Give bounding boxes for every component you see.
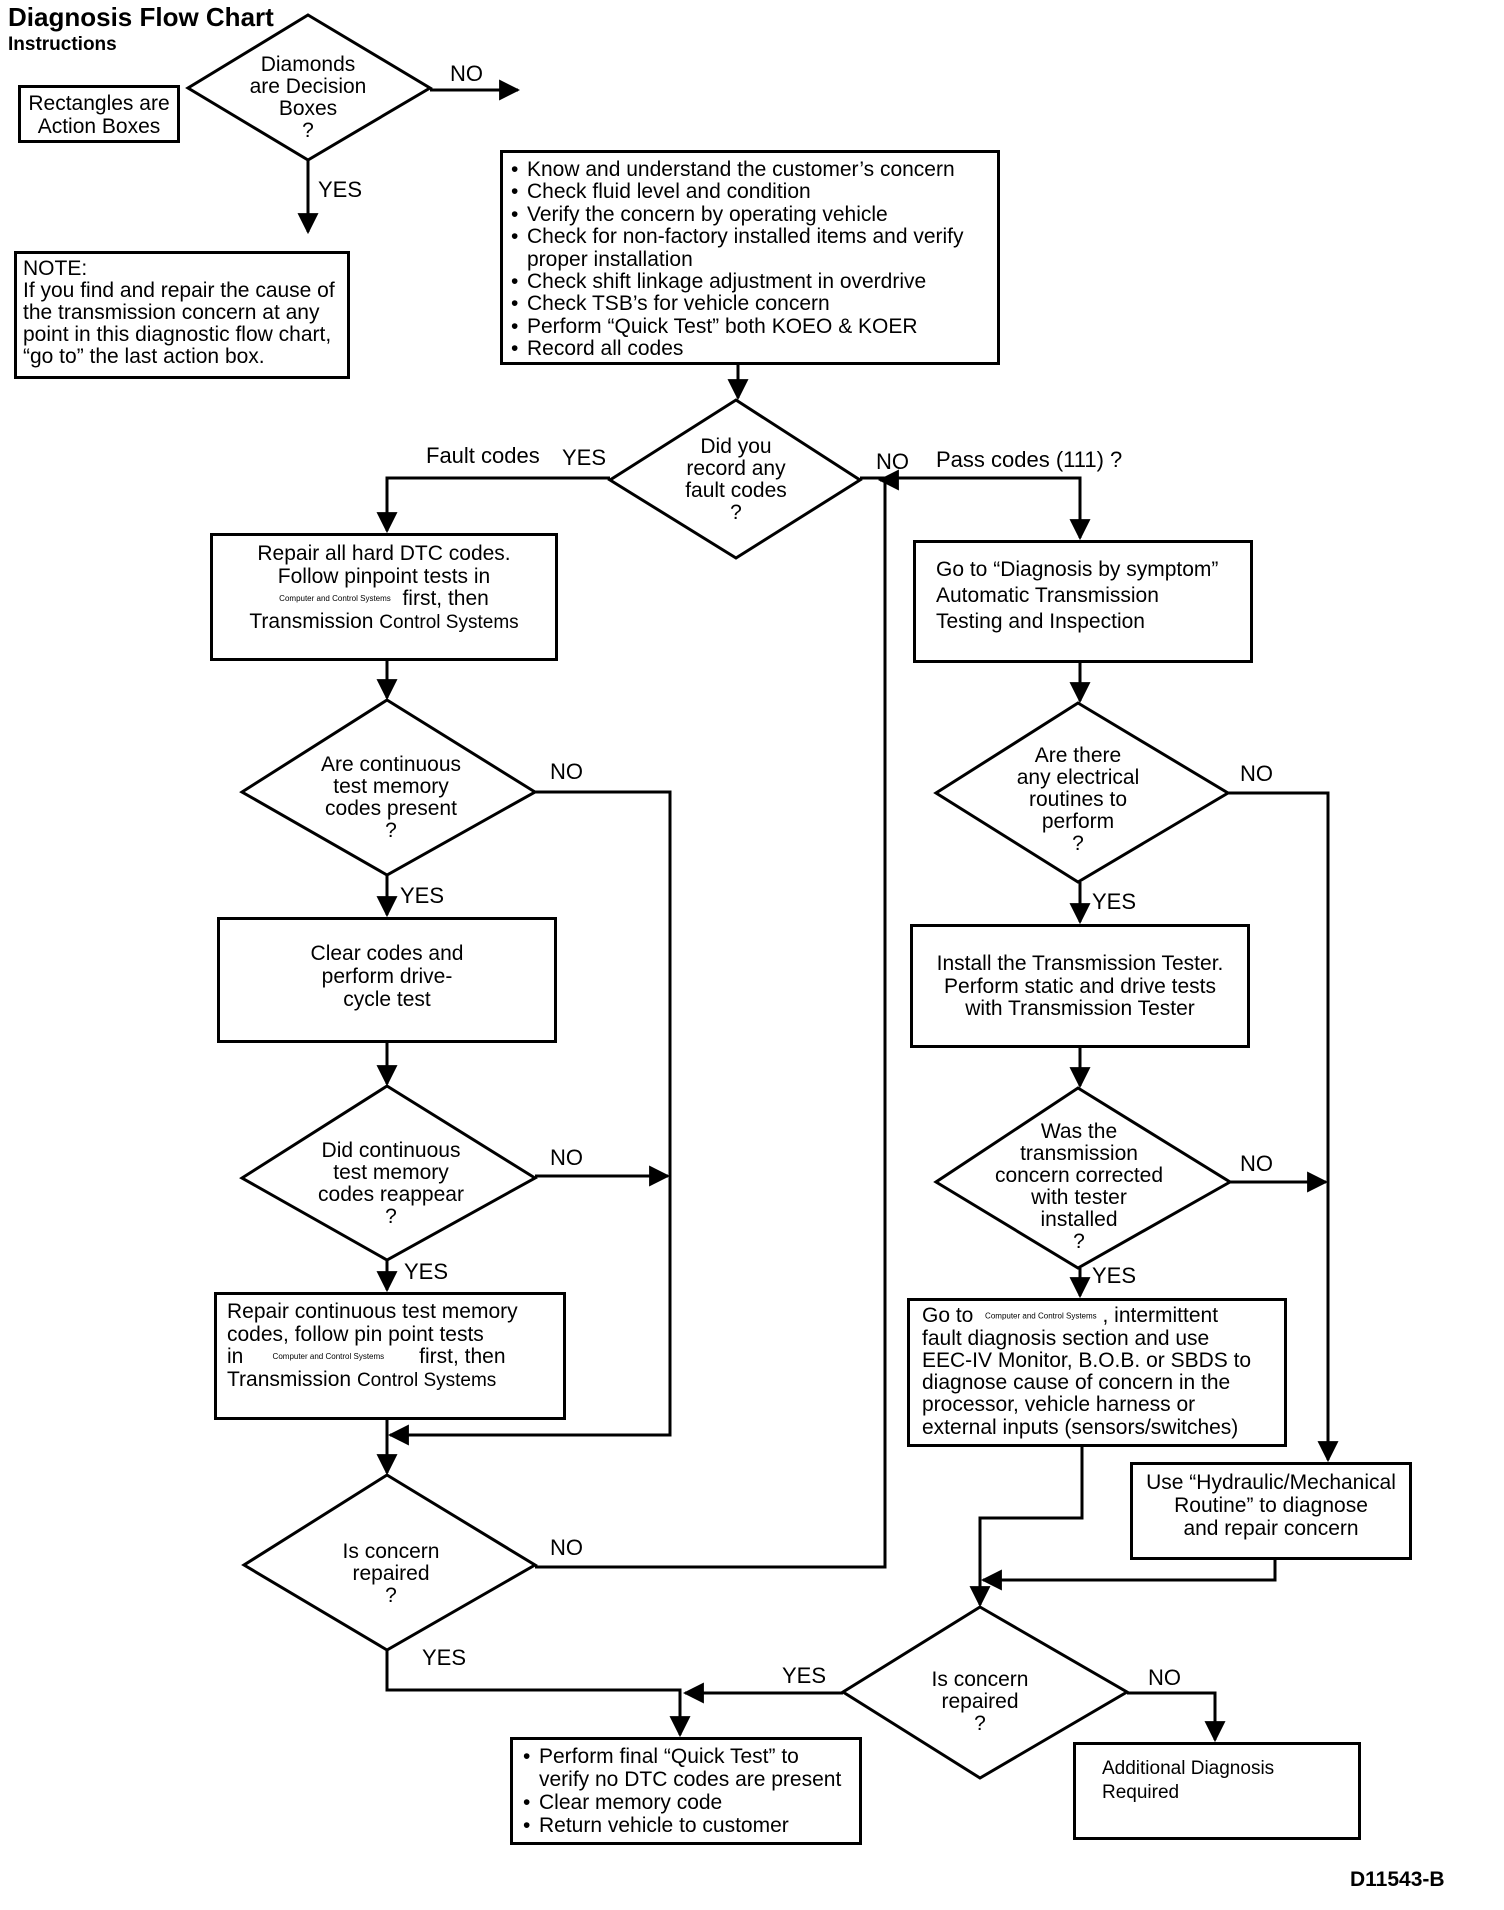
legend-rectangle-text: Rectangles are Action Boxes: [28, 92, 170, 138]
clear-codes-box: Clear codes and perform drive- cycle tes…: [217, 917, 557, 1043]
reappear-no-label: NO: [550, 1145, 583, 1170]
fault-diamond-shape: [607, 398, 863, 560]
note-title: NOTE:: [23, 257, 88, 280]
fault-codes-label: Fault codes: [426, 443, 540, 468]
repaired-left-no-label: NO: [550, 1535, 583, 1560]
electrical-no-label: NO: [1240, 761, 1273, 786]
tester-diamond-shape: [933, 1086, 1233, 1270]
repaired-right-diamond-shape: [840, 1605, 1130, 1780]
tester-diamond-text: Was the transmission concern corrected w…: [994, 1120, 1164, 1253]
start-item: Verify the concern by operating vehicle: [511, 203, 989, 226]
additional-diagnosis-box: Additional Diagnosis Required: [1073, 1742, 1361, 1840]
start-item: Know and understand the customer’s conce…: [511, 158, 989, 181]
intermittent-diagnosis-box: Go to Computer and Control Systems , int…: [907, 1298, 1287, 1447]
electrical-diamond-text: Are there any electrical routines to per…: [1016, 744, 1140, 855]
repair-continuous-box: Repair continuous test memory codes, fol…: [214, 1292, 566, 1420]
start-item: Check shift linkage adjustment in overdr…: [511, 270, 989, 293]
pass-codes-label: Pass codes (111) ?: [936, 447, 1123, 472]
legend-diamond-text: Diamonds are Decision Boxes ?: [249, 53, 367, 142]
figure-id: D11543-B: [1350, 1868, 1445, 1891]
repaired-right-diamond-text: Is concern repaired ?: [931, 1668, 1029, 1735]
start-item: Record all codes: [511, 337, 989, 360]
repaired-right-no-label: NO: [1148, 1665, 1181, 1690]
symptom-box: Go to “Diagnosis by symptom” Automatic T…: [913, 540, 1253, 663]
final-item: Return vehicle to customer: [523, 1814, 849, 1837]
hydraulic-routine-box: Use “Hydraulic/Mechanical Routine” to di…: [1130, 1462, 1412, 1560]
page-title: Diagnosis Flow Chart: [8, 2, 274, 32]
fault-yes-label: YES: [562, 445, 607, 470]
repaired-right-yes-label: YES: [782, 1663, 827, 1688]
continuous-no-label: NO: [550, 759, 583, 784]
repair-hard-dtc-box: Repair all hard DTC codes. Follow pinpoi…: [210, 533, 558, 661]
legend-yes-label: YES: [318, 177, 363, 202]
start-action-box: Know and understand the customer’s conce…: [500, 150, 1000, 365]
tester-yes-label: YES: [1092, 1263, 1137, 1288]
fault-no-label: NO: [876, 449, 909, 474]
continuous-yes-label: YES: [400, 883, 445, 908]
fault-diamond-text: Did you record any fault codes ?: [685, 435, 787, 524]
tester-no-label: NO: [1240, 1151, 1273, 1176]
legend-rectangle: Rectangles are Action Boxes: [18, 85, 180, 143]
final-item: Clear memory code: [523, 1791, 849, 1814]
start-item: Check fluid level and condition: [511, 180, 989, 203]
legend-no-label: NO: [450, 61, 483, 86]
page-subtitle: Instructions: [8, 34, 117, 55]
start-item: Check TSB’s for vehicle concern: [511, 293, 989, 316]
final-item: Perform final “Quick Test” to verify no …: [523, 1745, 849, 1791]
repaired-left-yes-label: YES: [422, 1645, 467, 1670]
electrical-diamond-shape: [933, 701, 1231, 884]
start-item: Perform “Quick Test” both KOEO & KOER: [511, 315, 989, 338]
reappear-yes-label: YES: [404, 1259, 449, 1284]
reappear-diamond-text: Did continuous test memory codes reappea…: [318, 1139, 464, 1228]
start-item: Check for non-factory installed items an…: [511, 226, 989, 271]
continuous-diamond-text: Are continuous test memory codes present…: [320, 753, 462, 842]
note-text: If you find and repair the cause of the …: [23, 279, 335, 368]
repaired-left-diamond-text: Is concern repaired ?: [342, 1540, 440, 1607]
note-box: NOTE: If you find and repair the cause o…: [14, 251, 350, 379]
electrical-yes-label: YES: [1092, 889, 1137, 914]
install-tester-box: Install the Transmission Tester. Perform…: [910, 924, 1250, 1048]
final-action-box: Perform final “Quick Test” to verify no …: [510, 1737, 862, 1845]
